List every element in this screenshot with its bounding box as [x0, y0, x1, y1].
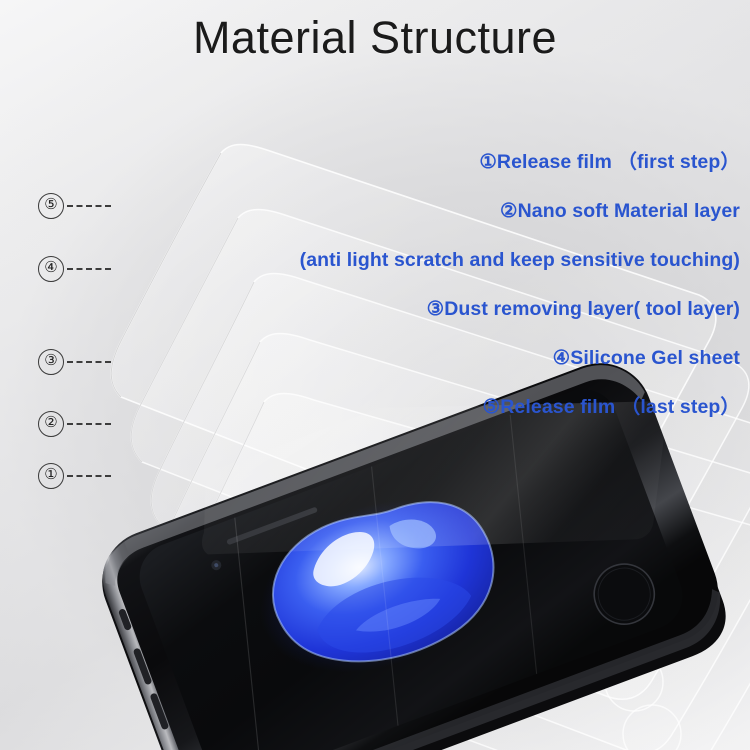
legend-line-4: ③Dust removing layer( tool layer) [426, 298, 740, 320]
phone-screen [139, 308, 704, 750]
legend-line-6: ⑤Release film （last step） [482, 396, 740, 418]
callout-3: ③ [38, 349, 111, 375]
callout-5: ⑤ [38, 193, 111, 219]
layer-legend: ①Release film （first step） ②Nano soft Ma… [140, 138, 740, 432]
callout-leader-line [67, 361, 111, 363]
callout-leader-line [67, 475, 111, 477]
callout-leader-line [67, 205, 111, 207]
home-button [593, 563, 656, 625]
legend-line-2: ②Nano soft Material layer [500, 200, 740, 222]
side-button-volume-down [150, 693, 169, 730]
side-button-volume-up [133, 648, 152, 685]
callout-leader-line [67, 423, 111, 425]
callout-marker: ⑤ [38, 193, 64, 219]
callout-marker: ② [38, 411, 64, 437]
side-button-mute [118, 609, 132, 631]
callout-leader-line [67, 268, 111, 270]
legend-line-5: ④Silicone Gel sheet [552, 347, 740, 369]
callout-4: ④ [38, 256, 111, 282]
callout-marker: ④ [38, 256, 64, 282]
callout-marker: ③ [38, 349, 64, 375]
callout-1: ① [38, 463, 111, 489]
legend-line-3: (anti light scratch and keep sensitive t… [299, 249, 740, 271]
page-title: Material Structure [192, 12, 558, 63]
callout-2: ② [38, 411, 111, 437]
legend-line-1: ①Release film （first step） [479, 151, 740, 173]
callout-marker: ① [38, 463, 64, 489]
